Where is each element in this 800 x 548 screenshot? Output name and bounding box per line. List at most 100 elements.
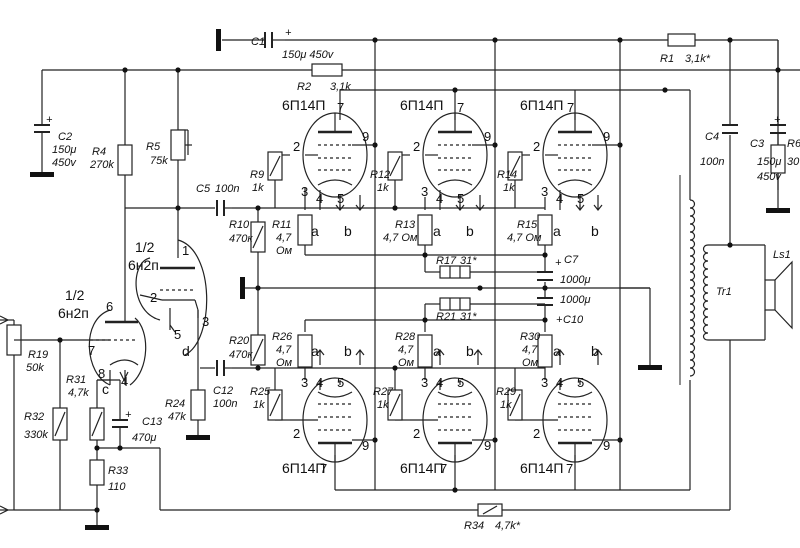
label-tube-l2: 6П14П [400,460,443,476]
pin-7-l1: 7 [320,461,327,476]
svg-text:+: + [774,114,781,126]
pin-3-l2: 3 [421,375,428,390]
label-c3-v1: 150μ [757,156,781,168]
pin-9-u3: 9 [603,129,610,144]
label-c2-v1: 150μ [52,144,76,156]
pin-8-driver: 8 [98,366,105,381]
label-r20-ref: R20 [229,335,250,347]
pin-4-u2: 4 [436,191,443,206]
net-b-l3: b [591,343,599,359]
label-r6-ref: R6 [787,138,800,150]
label-r19-ref: R19 [28,349,48,361]
pin-2-u3: 2 [533,139,540,154]
pin-2-u1: 2 [293,139,300,154]
pin-4-l2: 4 [436,375,443,390]
label-tr1: Tr1 [716,286,732,298]
label-r26-ref: R26 [272,331,293,343]
label-r14-ref: R14 [497,169,517,181]
net-b-u1: b [344,223,352,239]
label-r13-ref: R13 [395,219,416,231]
label-c7-ref: C7 [564,254,579,266]
label-r27-ref: R27 [373,386,394,398]
label-c4-value: 100n [700,156,724,168]
pin-9-l1: 9 [362,438,369,453]
label-c1-ref: C1 [251,36,265,48]
label-r2-ref: R2 [297,81,311,93]
polarity-marks: + + + + + + [46,27,781,421]
label-tube-l3: 6П14П [520,460,563,476]
label-c10-value: 1000μ [560,294,591,306]
svg-text:+: + [555,257,562,269]
pin-7-l3: 7 [566,461,573,476]
pin-7-u1: 7 [337,100,344,115]
output-transformer [679,175,709,385]
label-r32-value: 330k [24,429,48,441]
pin-2-l2: 2 [413,426,420,441]
label-ls1: Ls1 [773,249,791,261]
pin-1-driver: 1 [182,243,189,258]
pin-3-driver: 3 [202,314,209,329]
pin-2-l1: 2 [293,426,300,441]
label-c1-value: 150μ 450v [282,49,335,61]
label-r21-ref: R21 [436,311,456,323]
svg-text:+: + [46,114,53,126]
label-r30-ref: R30 [520,331,541,343]
pin-7-l2: 7 [440,461,447,476]
pin-3-u2: 3 [421,184,428,199]
label-c12-value: 100n [213,398,237,410]
label-c2-ref: C2 [58,131,72,143]
label-r19-value: 50k [26,362,44,374]
label-r1-ref: R1 [660,53,674,65]
label-r28-v2: Ом [398,357,415,369]
label-r15-ref: R15 [517,219,538,231]
svg-text:+: + [556,314,563,326]
label-r34-value: 4,7k* [495,520,521,532]
label-r20-value: 470к [229,349,253,361]
pin-3-l3: 3 [541,375,548,390]
pin-5-u3: 5 [577,191,584,206]
label-r26-v2: Ом [276,357,293,369]
driver-tube [88,239,208,386]
label-c3-v2: 450v [757,171,782,183]
label-r10-value: 470к [229,233,253,245]
label-r9-ref: R9 [250,169,264,181]
svg-text:+: + [125,409,132,421]
label-r27-value: 1k [377,399,389,411]
label-c2-v2: 450v [52,157,77,169]
label-driver-half-upper: 1/2 [135,239,155,255]
svg-text:+: + [285,27,292,39]
pin-5-l3: 5 [577,375,584,390]
net-b-l2: b [466,343,474,359]
net-b-u3: b [591,223,599,239]
label-r9-value: 1k [252,182,264,194]
pin-7-u3: 7 [567,100,574,115]
label-r31-ref: R31 [66,374,86,386]
net-a-u2: a [433,223,441,239]
net-d: d [182,343,190,359]
net-a-u3: a [553,223,561,239]
ground-symbols [30,29,790,530]
label-r25-ref: R25 [250,386,271,398]
pin-9-u2: 9 [484,129,491,144]
label-r30-v2: Ом [522,357,539,369]
net-a-l1: a [311,343,319,359]
label-c10-ref: C10 [563,314,584,326]
label-r33-value: 110 [108,481,126,493]
pin-4-l3: 4 [556,375,563,390]
label-r13-value: 4,7 Ом [383,232,418,244]
label-r34-ref: R34 [464,520,484,532]
label-driver-tube-lower: 6н2п [58,305,89,321]
label-r21-value: 31* [460,311,477,323]
net-c: c [102,381,109,397]
pin-2-l3: 2 [533,426,540,441]
input-arrow-icon [0,315,129,515]
label-r12-value: 1k [377,182,389,194]
label-driver-tube-upper: 6н2п [128,257,159,273]
label-c13-value: 470μ [132,432,156,444]
label-c3-ref: C3 [750,138,765,150]
net-b-l1: b [344,343,352,359]
label-r11-ref: R11 [272,219,291,231]
pin-7-driver: 7 [88,343,95,358]
net-a-l2: a [433,343,441,359]
label-r4-ref: R4 [92,146,106,158]
